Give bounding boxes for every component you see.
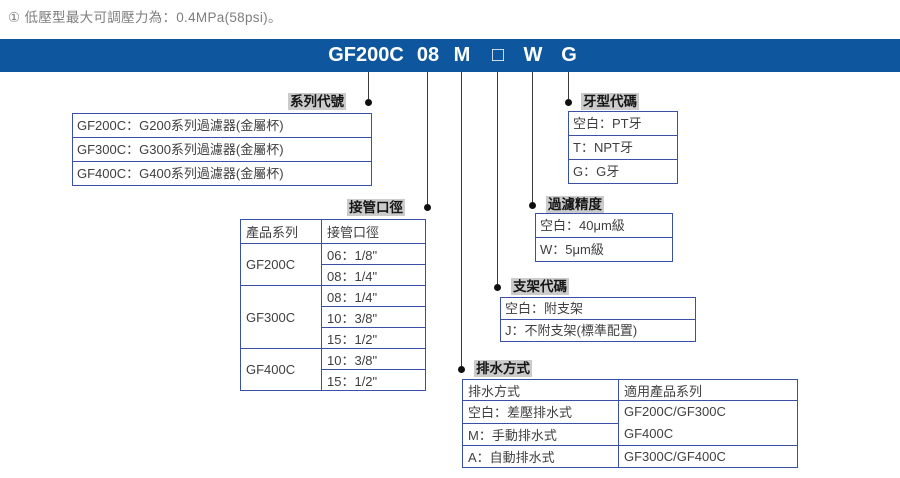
port-series-cell: GF200C	[240, 243, 322, 286]
applicable-series-line: GF200C/GF300C	[624, 404, 726, 419]
drain-method-table: 排水方式 適用產品系列 空白：差壓排水式 GF200C/GF300C GF400…	[462, 379, 798, 468]
port-table-header-size: 接管口徑	[321, 219, 426, 244]
connector-line-thread	[568, 72, 569, 99]
drain-method-cell: M：手動排水式	[462, 422, 619, 446]
bracket-option: J：不附支架(標準配置)	[505, 323, 638, 338]
table-row: 空白：差壓排水式 GF200C/GF300C GF400C	[462, 400, 798, 446]
bracket-code-box: 空白：附支架 J：不附支架(標準配置)	[500, 297, 696, 342]
connector-bullet-bracket	[494, 284, 501, 291]
label-port-size: 接管口徑	[347, 199, 405, 216]
bracket-option: 空白：附支架	[501, 298, 695, 320]
label-bracket-code: 支架代碼	[511, 278, 569, 295]
series-option: GF300C：G300系列過濾器(金屬杯)	[73, 138, 371, 162]
table-row: GF300C 08：1/4"	[240, 285, 426, 349]
applicable-series-line: GF400C	[624, 426, 674, 441]
port-size-cell: 08：1/4"	[321, 264, 426, 286]
drain-applicable-cell: GF300C/GF400C	[618, 445, 798, 468]
connector-line-precision	[532, 72, 533, 202]
connector-line-bracket	[497, 72, 498, 284]
connector-bullet-port	[424, 204, 431, 211]
port-size-cell: 10：3/8"	[321, 306, 426, 328]
code-segment-drain: M	[453, 44, 471, 66]
thread-code-box: 空白：PT牙 T：NPT牙 G：G牙	[568, 111, 678, 184]
label-drain-method: 排水方式	[474, 360, 532, 377]
label-series-code: 系列代號	[288, 93, 346, 110]
port-size-table: 產品系列 接管口徑 GF200C 06：1/8" 08：1/4" GF300C …	[240, 219, 426, 391]
label-precision: 過濾精度	[546, 196, 604, 213]
thread-option: 空白：PT牙	[569, 112, 677, 136]
table-row: A：自動排水式 GF300C/GF400C	[462, 445, 798, 468]
code-segment-series: GF200C	[328, 44, 404, 66]
table-row: M：手動排水式	[462, 422, 798, 446]
connector-line-port	[427, 72, 428, 204]
thread-option: G：G牙	[573, 164, 620, 179]
code-segment-port-size: 08	[416, 44, 440, 66]
table-row: GF200C 06：1/8"	[240, 243, 426, 286]
drain-method-cell: A：自動排水式	[462, 445, 619, 468]
connector-line-drain	[461, 72, 462, 366]
series-option: GF200C：G200系列過濾器(金屬杯)	[73, 114, 371, 138]
drain-applicable-cell: GF200C/GF300C GF400C	[618, 400, 798, 446]
port-size-cell: 10：3/8"	[321, 348, 426, 370]
table-header-row: 產品系列 接管口徑	[240, 219, 426, 244]
connector-line-series	[368, 72, 369, 99]
precision-box: 空白：40μm級 W：5μm級	[535, 213, 673, 262]
code-segment-placeholder-box: □	[491, 44, 505, 66]
table-row: 15：1/2"	[241, 369, 426, 391]
connector-bullet-drain	[458, 366, 465, 373]
drain-method-cell: 空白：差壓排水式	[462, 400, 619, 424]
code-segment-precision: W	[523, 44, 543, 66]
model-code-bar: GF200C 08 M □ W G	[0, 39, 900, 72]
footnote: ① 低壓型最大可調壓力為：0.4MPa(58psi)。	[8, 10, 282, 25]
table-header-row: 排水方式 適用產品系列	[462, 379, 798, 401]
connector-bullet-precision	[529, 202, 536, 209]
label-thread-code: 牙型代碼	[581, 93, 639, 110]
connector-bullet-thread	[565, 99, 572, 106]
connector-bullet-series	[365, 99, 372, 106]
table-row: GF400C 10：3/8"	[240, 348, 426, 391]
drain-table-header-method: 排水方式	[462, 379, 619, 401]
port-size-cell: 06：1/8"	[321, 243, 426, 265]
precision-option: 空白：40μm級	[536, 214, 672, 238]
port-size-cell: 15：1/2"	[321, 327, 426, 349]
precision-option: W：5μm級	[540, 242, 604, 257]
port-table-header-series: 產品系列	[240, 219, 322, 244]
port-size-cell: 08：1/4"	[321, 285, 426, 307]
code-segment-thread: G	[561, 44, 577, 66]
port-series-cell: GF400C	[240, 348, 322, 391]
thread-option: T：NPT牙	[569, 136, 677, 160]
series-option: GF400C：G400系列過濾器(金屬杯)	[77, 166, 284, 181]
series-code-box: GF200C：G200系列過濾器(金屬杯) GF300C：G300系列過濾器(金…	[72, 113, 372, 186]
port-size-cell: 15：1/2"	[321, 369, 426, 391]
drain-table-header-applicable: 適用產品系列	[618, 379, 798, 401]
port-series-cell: GF300C	[240, 285, 322, 349]
